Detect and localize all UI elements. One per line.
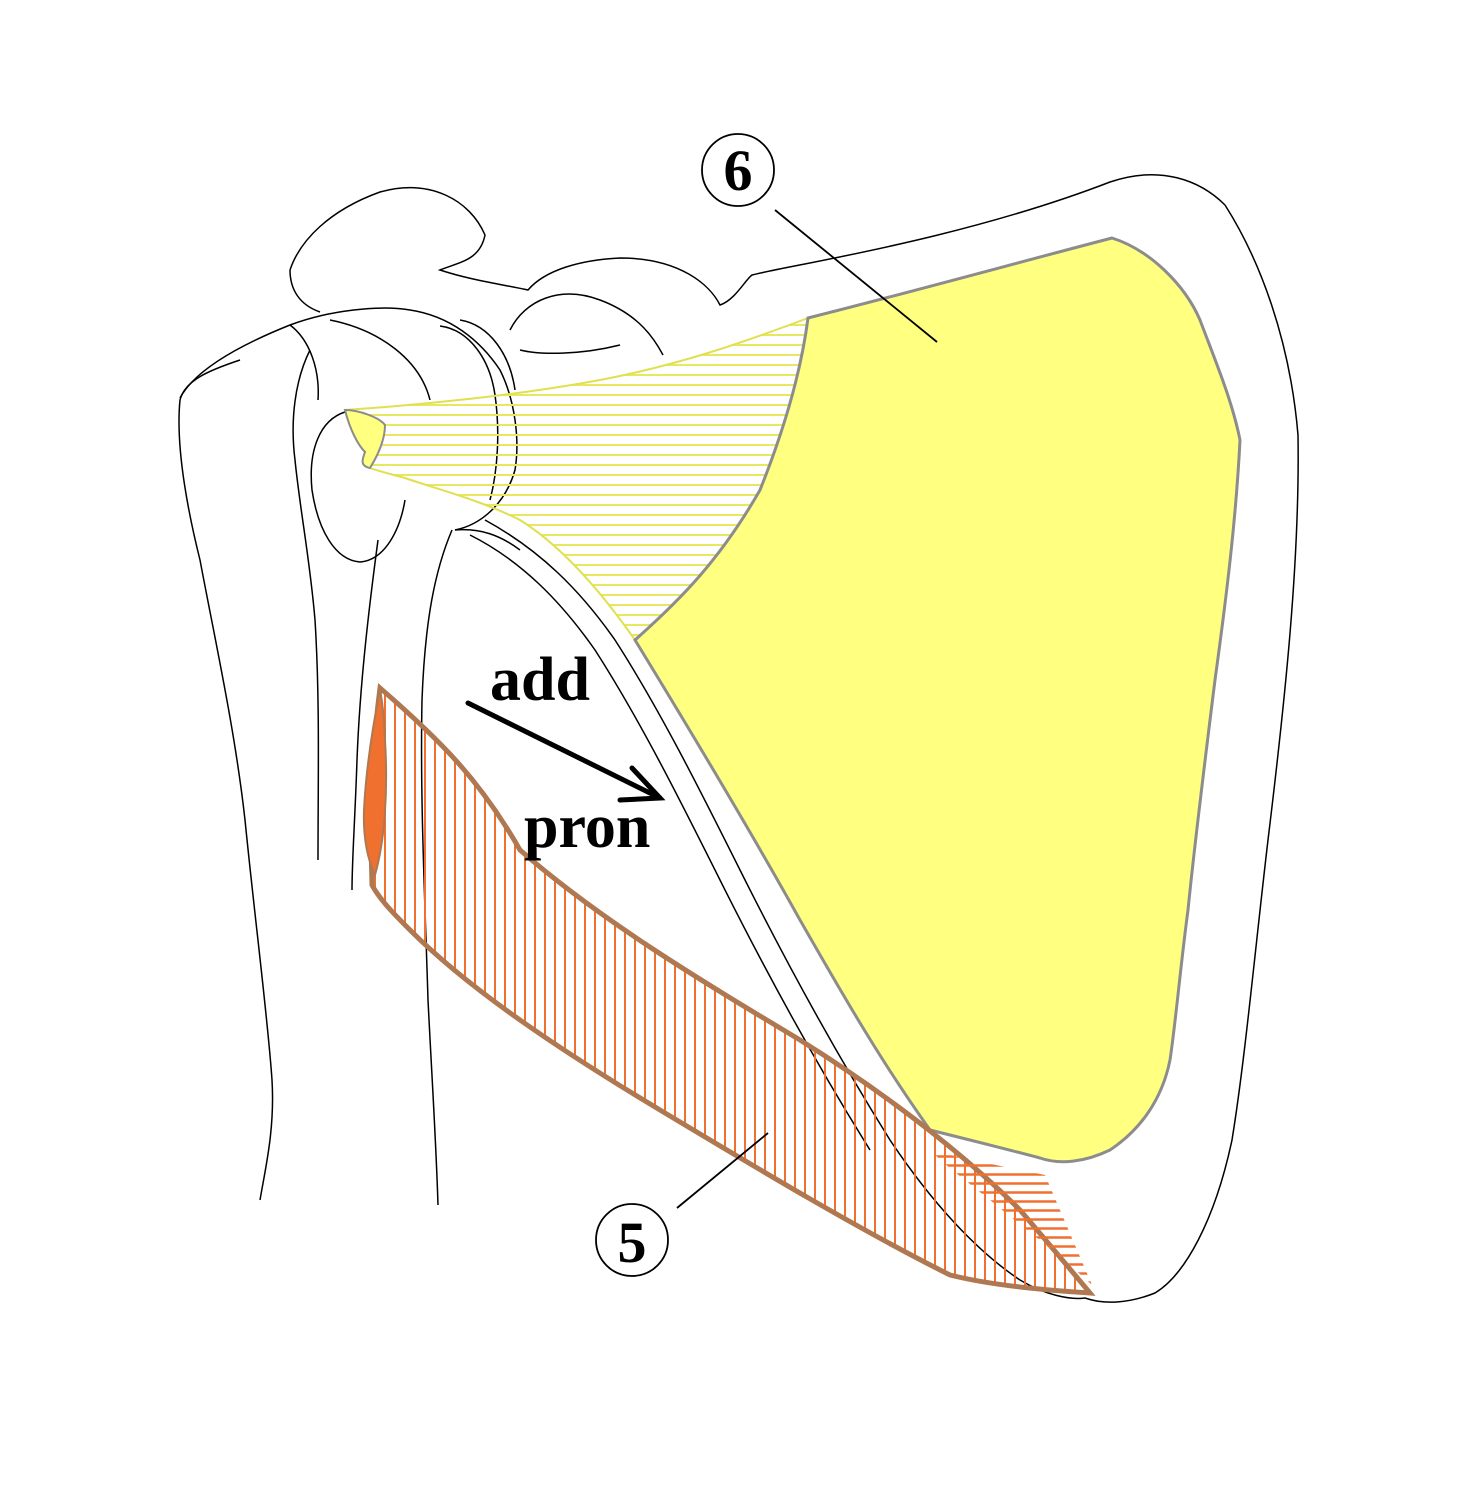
callout-5-leader [676, 1132, 769, 1209]
clavicle-outline [289, 174, 1226, 306]
callout-5: 5 [595, 1203, 669, 1277]
muscle-5 [362, 683, 1096, 1296]
muscle-6-belly [633, 236, 1242, 1164]
muscle-5-belly [368, 683, 1096, 1296]
callout-6-leader [774, 209, 938, 343]
action-label-add: add [490, 646, 590, 714]
scapula-outline [1084, 204, 1299, 1303]
muscle-5-insertion [930, 1150, 1092, 1285]
action-label-pron: pron [524, 793, 650, 861]
callout-5-number: 5 [618, 1210, 647, 1275]
action-arrow [465, 700, 666, 803]
skeleton-outline [178, 174, 1299, 1303]
callout-6: 6 [701, 133, 775, 207]
muscle-6 [343, 236, 1242, 1164]
callout-6-number: 6 [724, 138, 753, 203]
humerus-outline [178, 359, 274, 1201]
muscle-5-origin [362, 689, 388, 878]
